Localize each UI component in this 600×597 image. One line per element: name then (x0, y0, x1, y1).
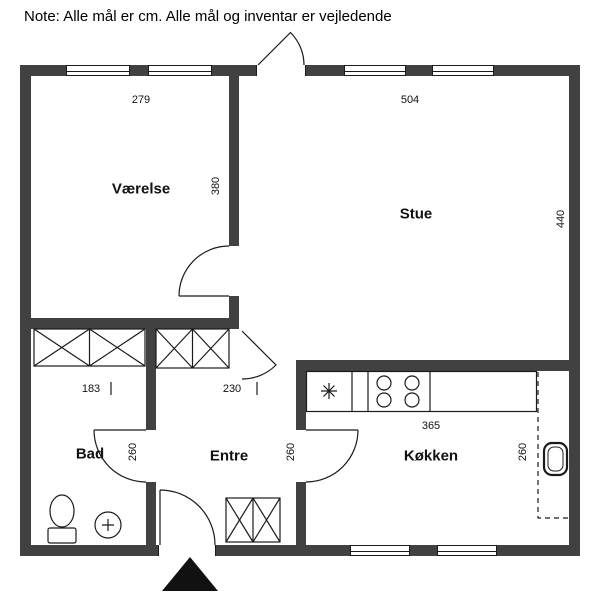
dim-bad-depth: 260 (127, 442, 139, 462)
dim-entre-width: 230 (222, 383, 242, 395)
wall-vaerelse-bottom (31, 318, 239, 329)
kitchen-counter (305, 370, 538, 413)
dim-koekken-width: 365 (421, 420, 441, 432)
room-label-entre: Entre (209, 447, 249, 465)
wall-bad-entre-lower (146, 482, 156, 545)
kitchen-sink-basin-icon (542, 441, 569, 477)
dim-stue-width: 504 (400, 94, 420, 106)
window-top-2 (148, 65, 212, 76)
wall-bad-entre-upper (146, 329, 156, 430)
wall-vaerelse-stue-lower (229, 296, 239, 329)
window-bottom-1 (350, 545, 410, 556)
sink-drain-icon (321, 383, 337, 399)
door-swing-vaerelse (178, 245, 230, 297)
window-top-3 (344, 65, 406, 76)
door-swing-top-exterior (257, 31, 305, 66)
door-swing-stue-entre (241, 330, 277, 380)
wall-vaerelse-stue-upper (229, 76, 239, 246)
door-opening-entrance (158, 545, 216, 556)
note-text: Note: Alle mål er cm. Alle mål og invent… (24, 8, 392, 25)
wardrobe-bad-icon (33, 328, 146, 367)
room-label-stue: Stue (399, 205, 433, 223)
dim-koekken-depth: 260 (517, 442, 529, 462)
room-label-koekken: Køkken (403, 447, 459, 465)
dim-vaerelse-depth: 380 (210, 176, 222, 196)
dim-bad-width: 183 (81, 383, 101, 395)
dim-stue-depth: 440 (555, 209, 567, 229)
window-top-1 (66, 65, 130, 76)
wall-entre-koekken-upper (296, 371, 306, 430)
toilet-icon (47, 494, 77, 544)
window-bottom-2 (437, 545, 497, 556)
stove-burners-icon (376, 375, 420, 408)
door-swing-entrance (159, 489, 216, 546)
wall-entre-koekken-lower (296, 482, 306, 545)
tall-cabinet-dashed-outline (537, 372, 569, 519)
door-swing-koekken (305, 429, 359, 483)
entrance-marker-icon (162, 557, 218, 591)
wall-outer-right (569, 65, 580, 556)
window-top-4 (432, 65, 494, 76)
wall-outer-bottom (20, 545, 580, 556)
room-label-vaerelse: Værelse (111, 180, 171, 198)
room-label-bad: Bad (75, 445, 105, 463)
wardrobe-entre-top-icon (155, 328, 230, 369)
wall-outer-left (20, 65, 31, 556)
washbasin-icon (94, 511, 122, 539)
wardrobe-entre-bottom-icon (225, 497, 281, 543)
dim-vaerelse-width: 279 (131, 94, 151, 106)
dim-entre-depth: 260 (285, 442, 297, 462)
wall-stue-koekken (296, 360, 569, 371)
door-opening-top (256, 65, 306, 76)
